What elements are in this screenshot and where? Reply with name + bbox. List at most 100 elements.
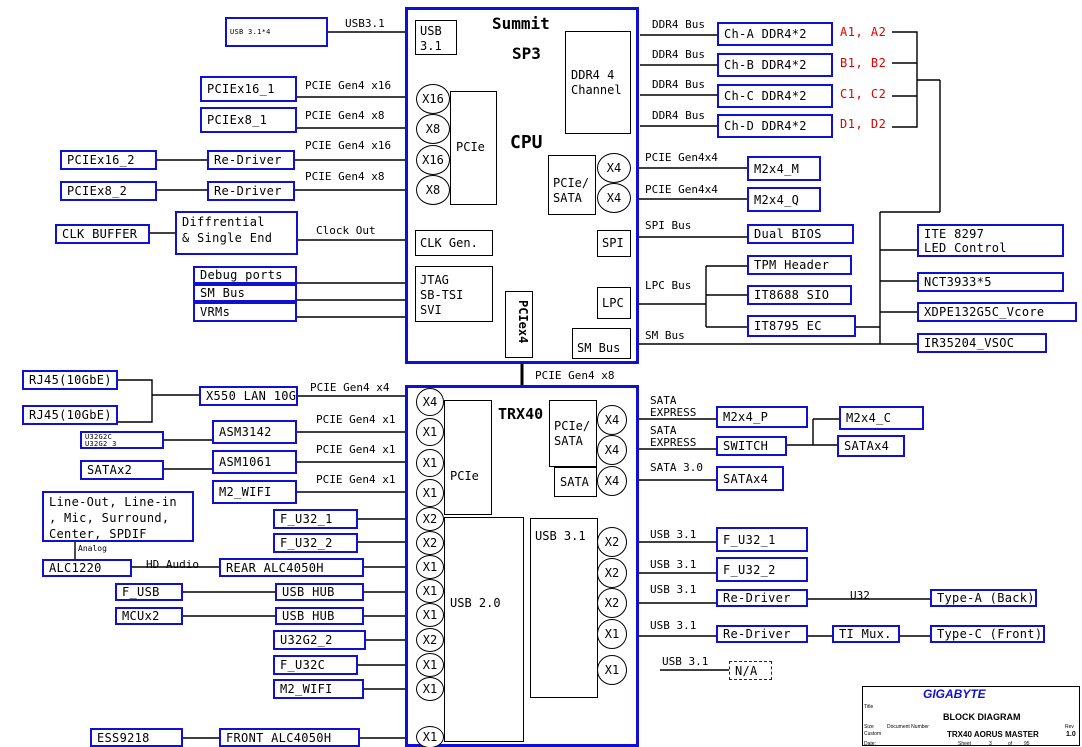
company-logo: GIGABYTE bbox=[923, 687, 986, 701]
redriver-2-box: Re-Driver bbox=[207, 181, 295, 201]
label-sata-express-2: SATA EXPRESS bbox=[650, 424, 697, 449]
trx-usb31-block: USB 3.1 bbox=[530, 518, 598, 698]
m2-wifi-2-box: M2_WIFI bbox=[273, 679, 364, 699]
redriver-3-box: Re-Driver bbox=[716, 589, 808, 607]
label-pcie-x8-2: PCIE Gen4 x8 bbox=[305, 170, 385, 183]
usb31-label: USB3.1 bbox=[345, 17, 385, 30]
cpu-pciex4-block bbox=[505, 291, 533, 358]
f-u32-2-right-box: F_U32_2 bbox=[716, 557, 808, 582]
ite8297-led-box: ITE 8297 LED Control bbox=[917, 224, 1064, 257]
label-usb31-5: USB 3.1 bbox=[662, 655, 709, 668]
redriver-4-box: Re-Driver bbox=[716, 625, 808, 643]
ti-mux-box: TI Mux. bbox=[832, 625, 900, 643]
trx-lane-left-10: X2 bbox=[416, 628, 444, 652]
docno-field-label: Document Number bbox=[887, 724, 929, 730]
trx-lane-left-5: X2 bbox=[416, 507, 444, 531]
audio-jacks-box: Line-Out, Line-in , Mic, Surround, Cente… bbox=[42, 491, 194, 542]
trx-lane-left-11: X1 bbox=[416, 653, 444, 677]
alc1220-box: ALC1220 bbox=[42, 559, 132, 577]
trx-lane-right-1: X4 bbox=[597, 405, 627, 435]
type-a-back-box: Type-A (Back) bbox=[930, 589, 1037, 607]
trx-lane-right-5: X2 bbox=[597, 558, 627, 588]
slots-b: B1, B2 bbox=[840, 56, 887, 70]
label-usb31-4: USB 3.1 bbox=[650, 619, 697, 632]
satax4-b-box: SATAx4 bbox=[716, 466, 784, 491]
xdpe132g5c-box: XDPE132G5C_Vcore bbox=[917, 302, 1077, 322]
satax2-box: SATAx2 bbox=[80, 460, 164, 480]
trx-lane-left-9: X1 bbox=[416, 603, 444, 627]
m2x4-p-box: M2x4_P bbox=[716, 406, 808, 428]
label-ddr-bus-a: DDR4 Bus bbox=[652, 18, 705, 31]
ch-d-box: Ch-D DDR4*2 bbox=[717, 114, 833, 138]
cpu-subtitle: SP3 bbox=[512, 44, 541, 63]
trx-lane-right-6: X2 bbox=[597, 588, 627, 618]
usb-hub-1-box: USB HUB bbox=[275, 583, 364, 601]
trx40-title: TRX40 bbox=[498, 405, 544, 423]
block-title: BLOCK DIAGRAM bbox=[943, 712, 1021, 722]
f-u32-1-left-box: F_U32_1 bbox=[273, 509, 358, 529]
m2x4-c-box: M2x4_C bbox=[839, 406, 924, 430]
label-ddr-bus-c: DDR4 Bus bbox=[652, 78, 705, 91]
mcux2-box: MCUx2 bbox=[115, 607, 183, 625]
label-usb31-3: USB 3.1 bbox=[650, 583, 697, 596]
label-sm-bus: SM Bus bbox=[645, 329, 685, 342]
debug-ports-box: Debug ports bbox=[193, 266, 297, 284]
trx-lane-right-8: X1 bbox=[597, 655, 627, 685]
label-asm3142-pcie: PCIE Gen4 x1 bbox=[316, 413, 396, 426]
ch-a-box: Ch-A DDR4*2 bbox=[717, 22, 833, 46]
slots-d: D1, D2 bbox=[840, 117, 887, 131]
smbus-left-box: SM Bus bbox=[193, 284, 297, 302]
label-sata-express-1: SATA EXPRESS bbox=[650, 394, 697, 419]
label-m2m: PCIE Gen4x4 bbox=[645, 151, 718, 164]
cpu-pcie-block: PCIe bbox=[450, 91, 497, 205]
pciex8-2-box: PCIEx8_2 bbox=[60, 181, 157, 201]
slots-c: C1, C2 bbox=[840, 87, 887, 101]
trx-lane-left-12: X1 bbox=[416, 677, 444, 701]
label-asm1061-pcie: PCIE Gen4 x1 bbox=[316, 443, 396, 456]
cpu-clk-gen-block: CLK Gen. bbox=[415, 230, 493, 256]
cpu-lane-right-2: X4 bbox=[597, 183, 631, 213]
vrms-box: VRMs bbox=[193, 302, 297, 322]
cpu-lane-right-1: X4 bbox=[597, 153, 631, 183]
label-spi-bus: SPI Bus bbox=[645, 219, 692, 232]
pciex16-1-box: PCIEx16_1 bbox=[200, 76, 297, 102]
m2-wifi-box: M2_WIFI bbox=[212, 480, 297, 504]
asm1061-box: ASM1061 bbox=[212, 450, 297, 474]
trx-lane-right-7: X1 bbox=[597, 619, 627, 649]
label-usb31-2: USB 3.1 bbox=[650, 558, 697, 571]
usb-hub-2-box: USB HUB bbox=[275, 607, 364, 625]
label-usb31-1: USB 3.1 bbox=[650, 528, 697, 541]
cpu-lane-left-3: X16 bbox=[416, 145, 450, 175]
label-pcie-x8-1: PCIE Gen4 x8 bbox=[305, 109, 385, 122]
trx-usb20-block: USB 2.0 bbox=[444, 517, 524, 742]
cpu-lane-left-2: X8 bbox=[416, 114, 450, 144]
cpu-title: Summit bbox=[492, 14, 550, 33]
f-usb-box: F_USB bbox=[115, 583, 183, 601]
type-c-front-box: Type-C (Front) bbox=[930, 625, 1045, 643]
cpu-jtag-block: JTAG SB-TSI SVI bbox=[415, 266, 493, 322]
cpu-usb31-block: USB 3.1 bbox=[415, 20, 457, 55]
label-pcie-x16-2: PCIE Gen4 x16 bbox=[305, 139, 392, 152]
nct3933-box: NCT3933*5 bbox=[917, 272, 1064, 292]
trx-lane-left-3: X1 bbox=[416, 449, 444, 477]
rj45-a-box: RJ45(10GbE) bbox=[22, 370, 118, 390]
cpu-spi-block: SPI bbox=[597, 230, 631, 257]
cpu-lane-left-1: X16 bbox=[416, 84, 450, 114]
it8795-ec-box: IT8795 EC bbox=[747, 315, 856, 337]
label-clock-out: Clock Out bbox=[316, 224, 376, 237]
m2x4-q-box: M2x4_Q bbox=[747, 187, 821, 212]
trx-sata-block: SATA bbox=[554, 467, 597, 497]
ess9218-box: ESS9218 bbox=[90, 728, 183, 747]
docno-value: TRX40 AORUS MASTER bbox=[947, 730, 1039, 739]
label-m2wifi-pcie: PCIE Gen4 x1 bbox=[316, 473, 396, 486]
sheet-field-label: Sheet bbox=[958, 741, 972, 747]
cpu-smbus-block: SM Bus bbox=[572, 328, 631, 359]
trx-lane-right-2: X4 bbox=[597, 435, 627, 465]
label-lpc-bus: LPC Bus bbox=[645, 279, 692, 292]
ir35204-box: IR35204_VSOC bbox=[917, 333, 1047, 353]
satax4-a-box: SATAx4 bbox=[837, 435, 905, 457]
dual-bios-box: Dual BIOS bbox=[747, 224, 854, 244]
redriver-1-box: Re-Driver bbox=[207, 150, 295, 170]
rev-value: 1.0 bbox=[1066, 731, 1076, 738]
